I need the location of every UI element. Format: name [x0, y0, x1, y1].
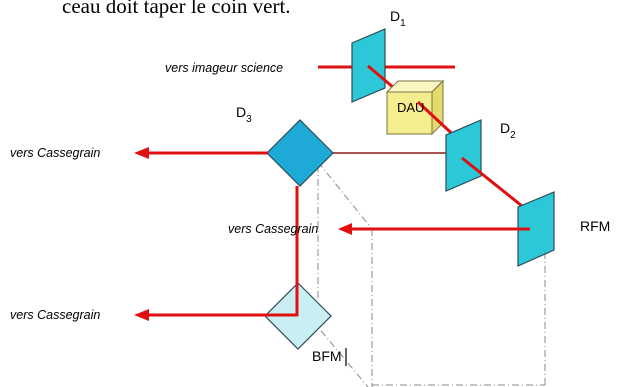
beam-d1-dau [367, 64, 395, 90]
dest-cassegrain-bfm: vers Cassegrain [10, 308, 100, 322]
dest-cassegrain-d3: vers Cassegrain [10, 146, 100, 160]
rfm-label: RFM [580, 218, 610, 234]
d3-label-sub: 3 [246, 114, 252, 125]
dest-science: vers imageur science [165, 61, 283, 75]
construction-line [317, 161, 373, 230]
beamsplitter-d3 [266, 119, 334, 187]
d3-label-main: D [236, 104, 246, 120]
construction-line [311, 319, 369, 387]
arrowhead-bfm [134, 309, 149, 321]
dest-cassegrain-rfm: vers Cassegrain [228, 222, 318, 236]
d2-label: D2 [500, 120, 516, 141]
d2-label-sub: 2 [510, 130, 516, 141]
mirror-d2 [445, 119, 482, 192]
arrowhead-rfm [338, 223, 352, 235]
d3-label: D3 [236, 104, 252, 125]
d1-label: D1 [390, 8, 406, 29]
arrowhead-d3 [134, 147, 149, 159]
construction-lines [311, 161, 546, 387]
d1-label-sub: 1 [400, 18, 406, 29]
bfm-label: BFM [312, 348, 342, 364]
beam-d2-rfm [461, 156, 533, 216]
cropped-caption: ceau doit taper le coin vert. [62, 0, 291, 18]
d1-label-main: D [390, 8, 400, 24]
dau-label: DAU [397, 100, 424, 115]
dau-front-face [386, 91, 433, 135]
mirror-rfm [517, 191, 555, 267]
d2-label-main: D [500, 120, 510, 136]
dau-box [385, 79, 445, 136]
